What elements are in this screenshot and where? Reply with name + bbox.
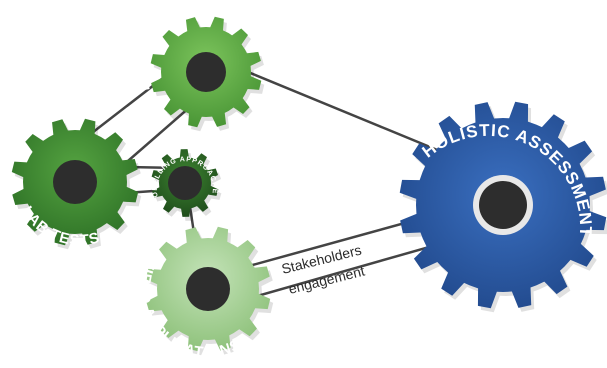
gear-hub-holistic	[479, 181, 527, 229]
gear-holistic	[399, 101, 607, 313]
gear-hub-pilot	[186, 52, 226, 92]
gear-lab	[11, 118, 142, 250]
gear-layer	[11, 16, 607, 356]
gear-hub-field	[186, 267, 230, 311]
gear-field	[145, 226, 274, 356]
gear-pilot	[150, 16, 265, 132]
gear-hub-modelling	[168, 166, 202, 200]
gear-hub-lab	[53, 160, 97, 204]
gear-modelling	[151, 149, 222, 221]
